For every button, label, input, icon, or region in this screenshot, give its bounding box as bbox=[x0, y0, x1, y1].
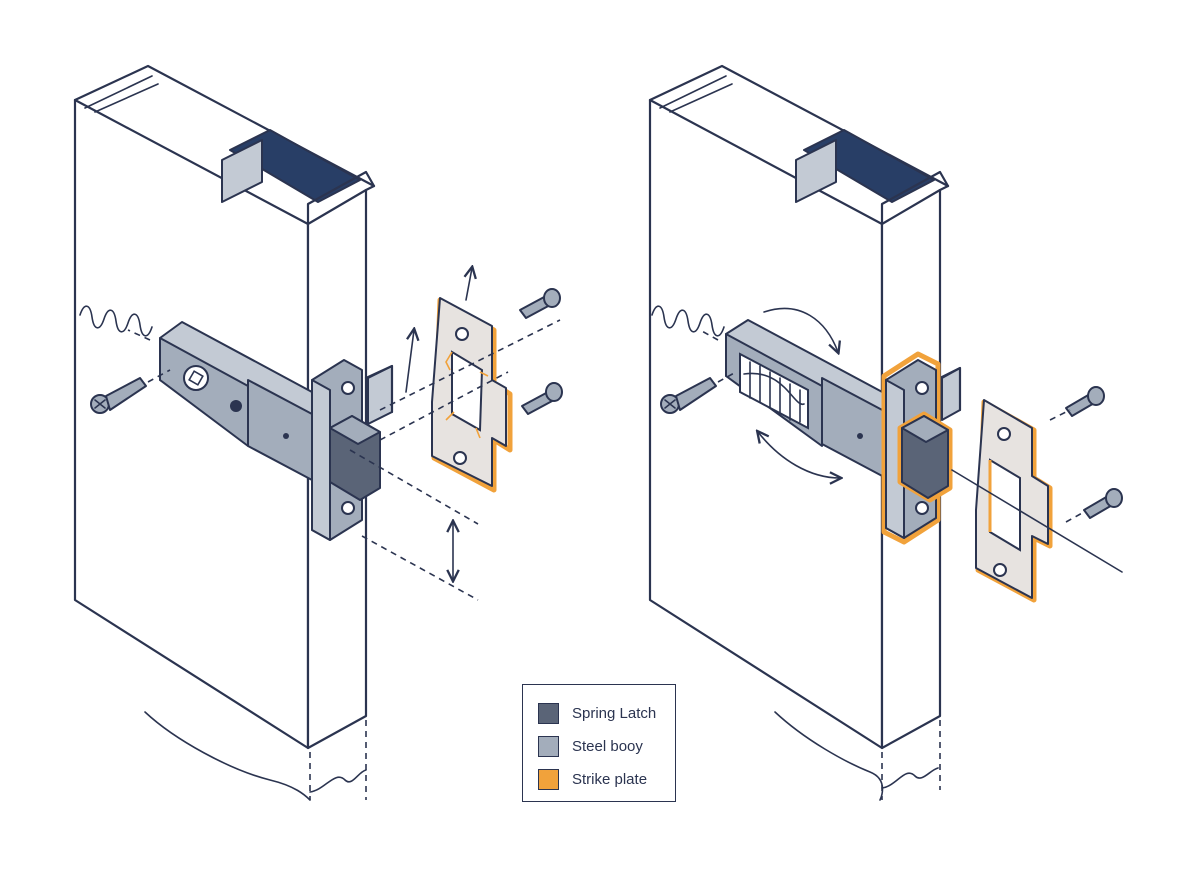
right-panel-rotation-arrows bbox=[758, 307, 840, 478]
legend-item-spring-latch: Spring Latch bbox=[538, 697, 675, 730]
legend-swatch bbox=[538, 703, 559, 724]
legend-item-steel-body: Steel booy bbox=[538, 730, 675, 763]
legend-label: Strike plate bbox=[572, 771, 648, 788]
legend: Spring Latch Steel booy Strike plate bbox=[522, 684, 676, 802]
left-panel-plate-screws bbox=[519, 288, 563, 415]
left-panel-mortise bbox=[364, 364, 394, 425]
right-panel-mortise bbox=[938, 366, 962, 421]
right-panel-screw bbox=[660, 371, 737, 414]
legend-swatch bbox=[538, 769, 559, 790]
left-panel-strike-plate bbox=[431, 297, 513, 493]
legend-label: Steel booy bbox=[572, 738, 643, 755]
right-panel-latch-body bbox=[725, 319, 953, 545]
left-panel-door bbox=[73, 64, 376, 801]
legend-item-strike-plate: Strike plate bbox=[538, 763, 675, 796]
left-panel-screw bbox=[90, 369, 171, 414]
right-panel-guides bbox=[951, 409, 1123, 573]
left-panel-spring bbox=[79, 305, 153, 341]
legend-label: Spring Latch bbox=[572, 705, 657, 722]
left-panel-latch-body bbox=[159, 321, 381, 541]
left-panel-guides bbox=[349, 268, 561, 601]
right-panel-strike-plate bbox=[975, 399, 1053, 603]
right-panel-plate-screws bbox=[1065, 386, 1123, 519]
legend-swatch bbox=[538, 736, 559, 757]
right-panel-door bbox=[648, 64, 950, 801]
right-panel-spring bbox=[651, 305, 725, 341]
